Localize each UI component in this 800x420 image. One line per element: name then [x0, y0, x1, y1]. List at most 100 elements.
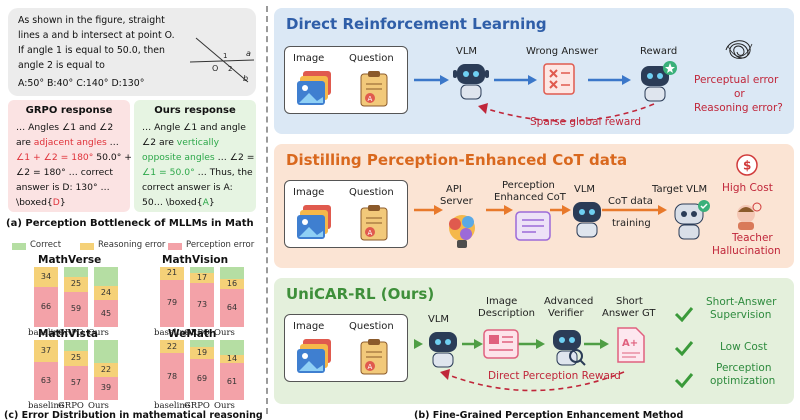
- svg-text:A: A: [368, 363, 373, 371]
- grpo-line: ∠2 = 180° … correct: [16, 167, 113, 178]
- perception-text: Perception: [716, 362, 772, 374]
- ours-line: ∠1 = 50.0° … Thus, the: [142, 167, 253, 178]
- bar-value-label: 22: [166, 341, 178, 351]
- short-answer-text: Short-Answer: [706, 296, 777, 308]
- grpo-line: ∠1 + ∠2 = 180° 50.0° +: [16, 152, 132, 163]
- image-question-input-box: Image Question A: [284, 314, 408, 382]
- chart-title-mathvision: MathVision: [162, 254, 229, 266]
- bar-value-label: 22: [100, 365, 112, 374]
- image-desc-label: Image: [486, 296, 518, 307]
- bar-segment: [64, 267, 88, 277]
- x-tick-label: baseline: [154, 401, 190, 411]
- bar-segment: [190, 267, 214, 273]
- bar-segment: [190, 283, 214, 327]
- caption-b: (b) Fine-Grained Perception Enhancement …: [414, 410, 684, 420]
- wrong-answer-icon: [543, 63, 575, 95]
- question-line: lines a and b intersect at point O.: [18, 30, 175, 41]
- legend-swatch-perception: [168, 243, 182, 250]
- api-label: API: [446, 184, 462, 195]
- bar-value-label: 63: [40, 376, 52, 386]
- ours-line: opposite angles … ∠2 =: [142, 152, 255, 163]
- svg-text:$: $: [743, 159, 751, 173]
- distilling-panel: Distilling Perception-Enhanced CoT data …: [274, 144, 794, 268]
- bar-value-label: 34: [40, 272, 52, 282]
- bar-segment: [160, 340, 184, 354]
- question-label: Question: [349, 53, 394, 64]
- ours-line: 50… \boxed{A}: [142, 197, 215, 208]
- perceptual-error-text: Perceptual error: [694, 74, 779, 86]
- bar-segment: [64, 291, 88, 327]
- bar-segment: [94, 285, 118, 300]
- bar-value-label: 37: [40, 346, 52, 356]
- short-label: Short: [616, 296, 643, 307]
- teacher-text: Teacher: [732, 232, 773, 244]
- bar-value-label: 79: [166, 298, 178, 308]
- vlm-robot-icon: [453, 64, 489, 100]
- bar-value-label: 25: [70, 279, 82, 289]
- bar-value-label: 19: [196, 347, 208, 357]
- question-box: As shown in the figure, straight lines a…: [8, 8, 256, 96]
- bar-segment: [220, 279, 244, 289]
- legend-correct: Correct: [30, 240, 62, 250]
- image-question-input-box: Image Question A: [284, 46, 408, 114]
- sparse-reward-label: Sparse global reward: [530, 116, 642, 128]
- bar-value-label: 66: [40, 302, 52, 312]
- clipboard-icon: A: [360, 205, 388, 241]
- bar-value-label: 21: [166, 268, 178, 278]
- image-label: Image: [293, 53, 325, 64]
- verifier-robot-icon: [553, 330, 586, 366]
- x-tick-label: baseline: [28, 328, 64, 338]
- svg-text:A: A: [368, 229, 373, 237]
- bar-value-label: 78: [166, 371, 178, 381]
- grpo-response-box: GRPO response … Angles ∠1 and ∠2 are adj…: [8, 100, 132, 212]
- bar-value-label: 16: [226, 278, 238, 288]
- line-b-label: b: [243, 74, 248, 83]
- target-vlm-robot-icon: [674, 200, 710, 240]
- svg-text:A: A: [368, 95, 373, 103]
- error-distribution-charts: Correct Reasoning error Perception error…: [8, 240, 260, 411]
- bar-value-label: 57: [70, 377, 82, 387]
- vlm-robot-icon: [573, 202, 601, 238]
- bar-value-label: 39: [100, 383, 112, 393]
- bar-value-label: 69: [196, 374, 208, 384]
- x-tick-label: baseline: [28, 401, 64, 411]
- optimization-text: optimization: [710, 375, 776, 387]
- image-question-input-box: Image Question A: [284, 180, 408, 248]
- direct-rl-panel: Direct Reinforcement Learning Image Ques…: [274, 8, 794, 134]
- direct-rl-title: Direct Reinforcement Learning: [286, 15, 547, 33]
- check-icon: [674, 373, 694, 388]
- dollar-icon: $: [736, 154, 758, 176]
- ours-line: correct answer is A:: [142, 182, 233, 193]
- bar-segment: [34, 287, 58, 327]
- answer-options: A:50° B:40° C:140° D:130°: [18, 78, 145, 89]
- high-cost-text: High Cost: [722, 182, 773, 194]
- angle-1-label: 1: [223, 52, 227, 60]
- api-server-icon: [449, 215, 475, 248]
- bar-segment: [94, 340, 118, 364]
- question-label: Question: [349, 187, 394, 198]
- question-line: As shown in the figure, straight: [18, 15, 165, 26]
- intersecting-lines-figure: a b O 1 2: [189, 37, 255, 83]
- unicar-flow-arrows: [414, 339, 625, 392]
- bar-segment: [64, 340, 88, 351]
- reward-label: Reward: [640, 46, 678, 57]
- x-tick-label: GRPO: [184, 401, 210, 411]
- clipboard-icon: A: [360, 71, 388, 107]
- bar-segment: [34, 267, 58, 288]
- svg-text:A+: A+: [622, 338, 638, 349]
- bar-segment: [190, 347, 214, 359]
- vlm-robot-icon: [429, 332, 457, 368]
- ours-line: … Angle ∠1 and angle: [142, 122, 246, 133]
- x-tick-label: Ours: [88, 328, 109, 338]
- enhanced-cot-label: Enhanced CoT: [494, 192, 566, 203]
- ours-line: ∠2 are vertically: [142, 137, 220, 148]
- bar-value-label: 45: [100, 308, 112, 318]
- image-description-icon: [483, 329, 519, 359]
- reward-robot-icon: [641, 61, 677, 102]
- bar-segment: [160, 267, 184, 280]
- bar-segment: [160, 279, 184, 327]
- cot-data-label: CoT data: [608, 196, 653, 207]
- x-tick-label: Ours: [214, 401, 235, 411]
- bar-segment: [34, 340, 58, 363]
